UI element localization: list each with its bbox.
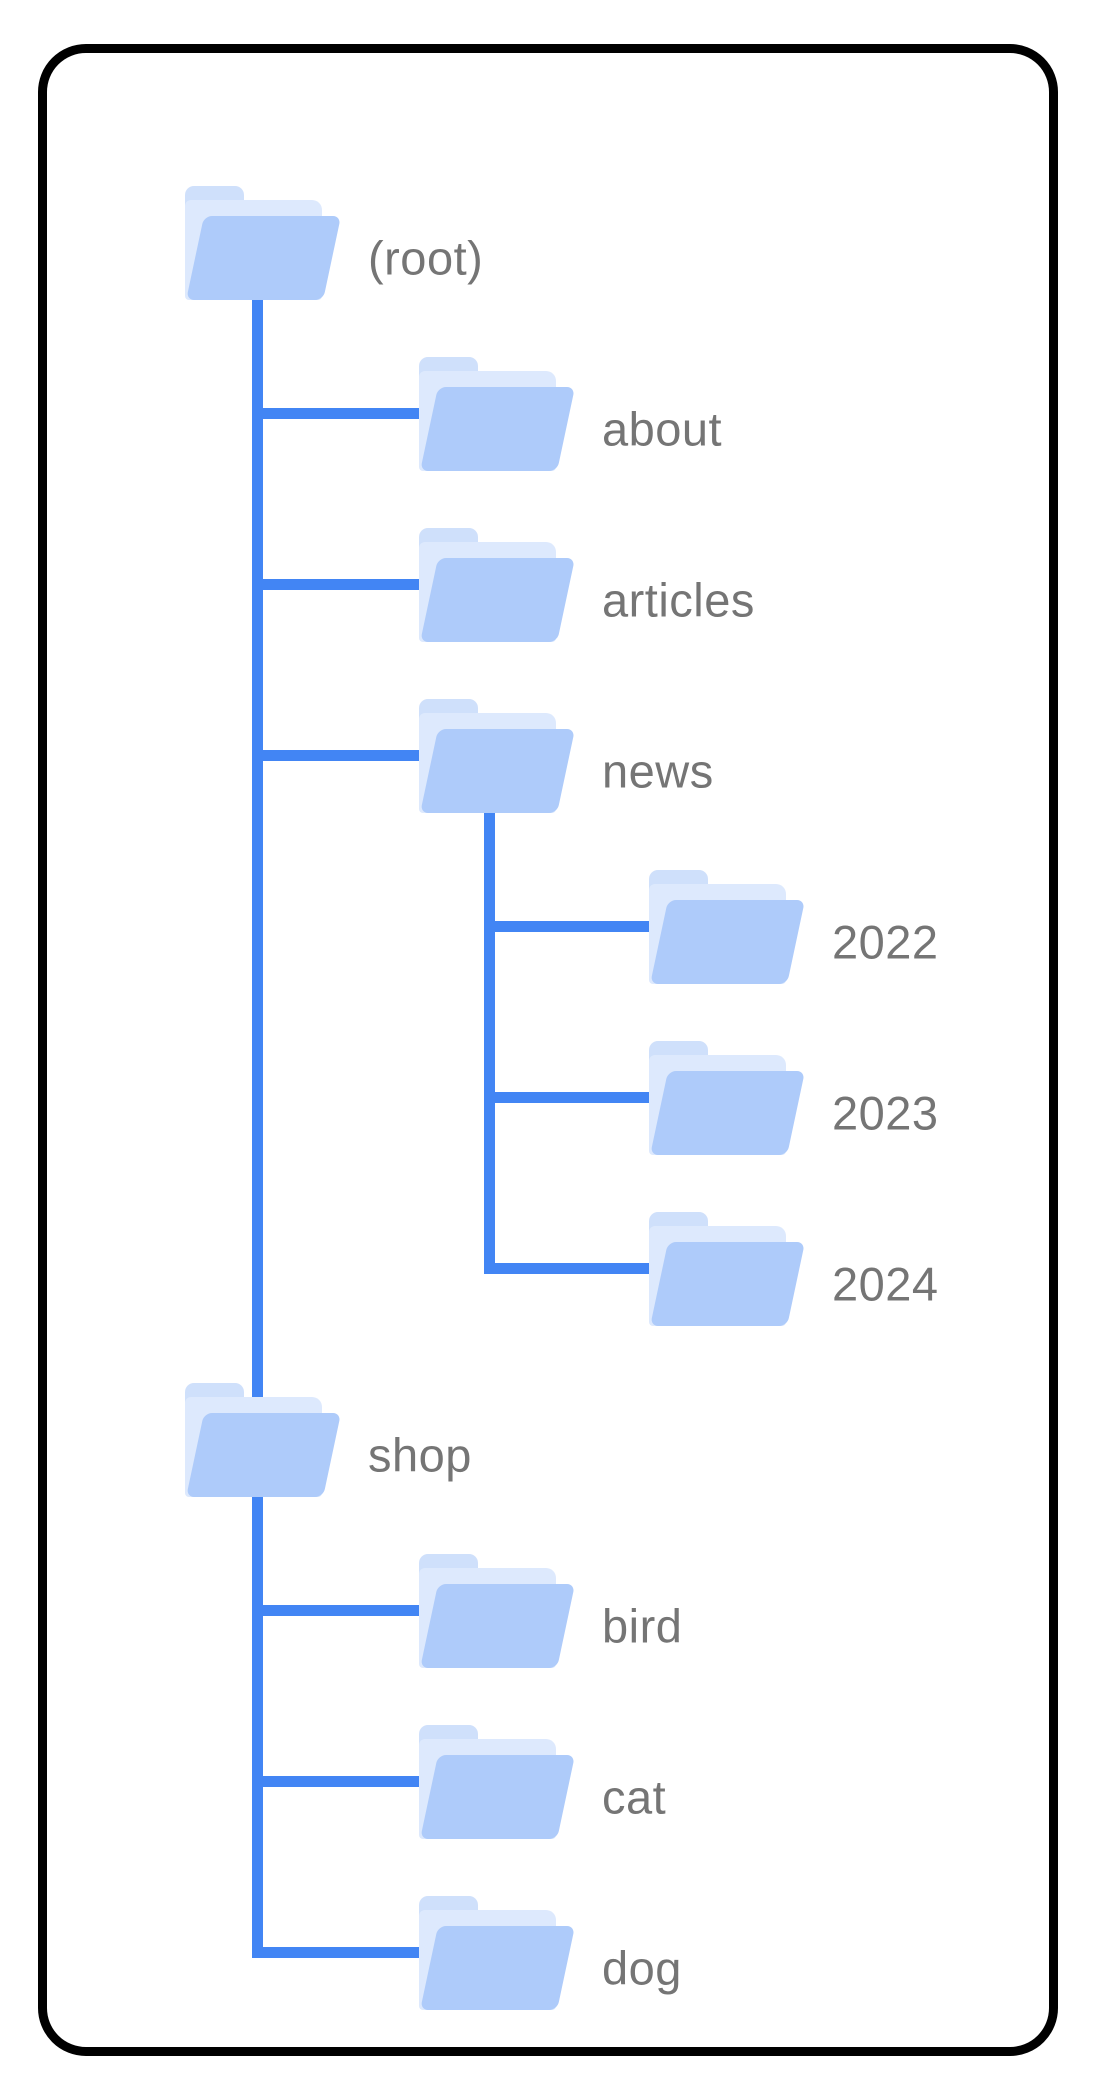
folder-front-panel — [420, 1926, 575, 2010]
folder-front-panel — [650, 1071, 805, 1155]
root-trunk-line — [252, 300, 263, 1958]
folder-front-panel — [420, 1584, 575, 1668]
connector-line-dog — [252, 1947, 447, 1958]
folder-front-panel — [420, 1755, 575, 1839]
folder-icon — [419, 357, 575, 471]
folder-icon — [185, 1383, 341, 1497]
folder-icon — [419, 1554, 575, 1668]
folder-front-panel — [420, 387, 575, 471]
folder-label: shop — [368, 1428, 472, 1482]
folder-label: 2024 — [832, 1257, 939, 1311]
folder-front-panel — [650, 900, 805, 984]
folder-label: 2022 — [832, 915, 939, 969]
folder-icon — [419, 528, 575, 642]
folder-icon — [419, 1725, 575, 1839]
folder-icon — [649, 1212, 805, 1326]
connector-line-bird — [252, 1605, 447, 1616]
connector-line-2022 — [484, 921, 677, 932]
folder-label: articles — [602, 573, 755, 627]
connector-line-2023 — [484, 1092, 677, 1103]
folder-tree-card: (root) about articles news — [38, 44, 1058, 2056]
folder-icon — [649, 870, 805, 984]
tree-node-news: news — [419, 699, 713, 813]
tree-node-shop: shop — [185, 1383, 471, 1497]
tree-node-root: (root) — [185, 186, 483, 300]
folder-label: bird — [602, 1599, 683, 1653]
tree-node-about: about — [419, 357, 722, 471]
folder-label: news — [602, 744, 714, 798]
news-trunk-line — [484, 813, 495, 1274]
connector-line-2024 — [484, 1263, 677, 1274]
folder-front-panel — [420, 558, 575, 642]
connector-line-articles — [252, 579, 447, 590]
folder-label: cat — [602, 1770, 667, 1824]
tree-node-bird: bird — [419, 1554, 682, 1668]
folder-icon — [419, 699, 575, 813]
folder-icon — [649, 1041, 805, 1155]
folder-label: dog — [602, 1941, 682, 1995]
tree-node-dog: dog — [419, 1896, 681, 2010]
connector-line-cat — [252, 1776, 447, 1787]
folder-label: about — [602, 402, 723, 456]
folder-label: 2023 — [832, 1086, 939, 1140]
connector-line-about — [252, 408, 447, 419]
connector-line-news — [252, 750, 447, 761]
tree-node-cat: cat — [419, 1725, 666, 1839]
tree-node-2024: 2024 — [649, 1212, 938, 1326]
folder-front-panel — [186, 1413, 341, 1497]
folder-front-panel — [420, 729, 575, 813]
folder-icon — [419, 1896, 575, 2010]
tree-node-articles: articles — [419, 528, 754, 642]
folder-icon — [185, 186, 341, 300]
folder-front-panel — [650, 1242, 805, 1326]
folder-label: (root) — [368, 231, 484, 285]
tree-node-2022: 2022 — [649, 870, 938, 984]
tree-node-2023: 2023 — [649, 1041, 938, 1155]
folder-front-panel — [186, 216, 341, 300]
